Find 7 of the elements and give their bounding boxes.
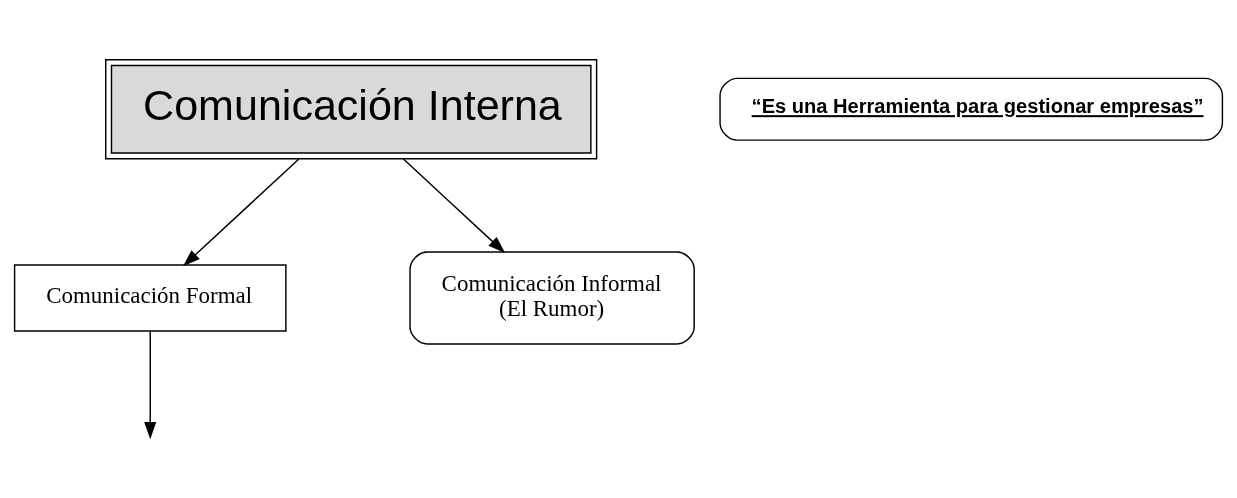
node-box: Comunicación Informal (El Rumor) — [409, 251, 695, 345]
node-box: “Es una Herramienta para gestionar empresas” — [719, 77, 1224, 141]
arrow — [402, 158, 506, 254]
node-box: Comunicación Interna — [105, 59, 598, 160]
arrow — [182, 158, 300, 267]
node-box: Comunicación Formal — [13, 264, 287, 332]
arrow — [144, 330, 157, 440]
